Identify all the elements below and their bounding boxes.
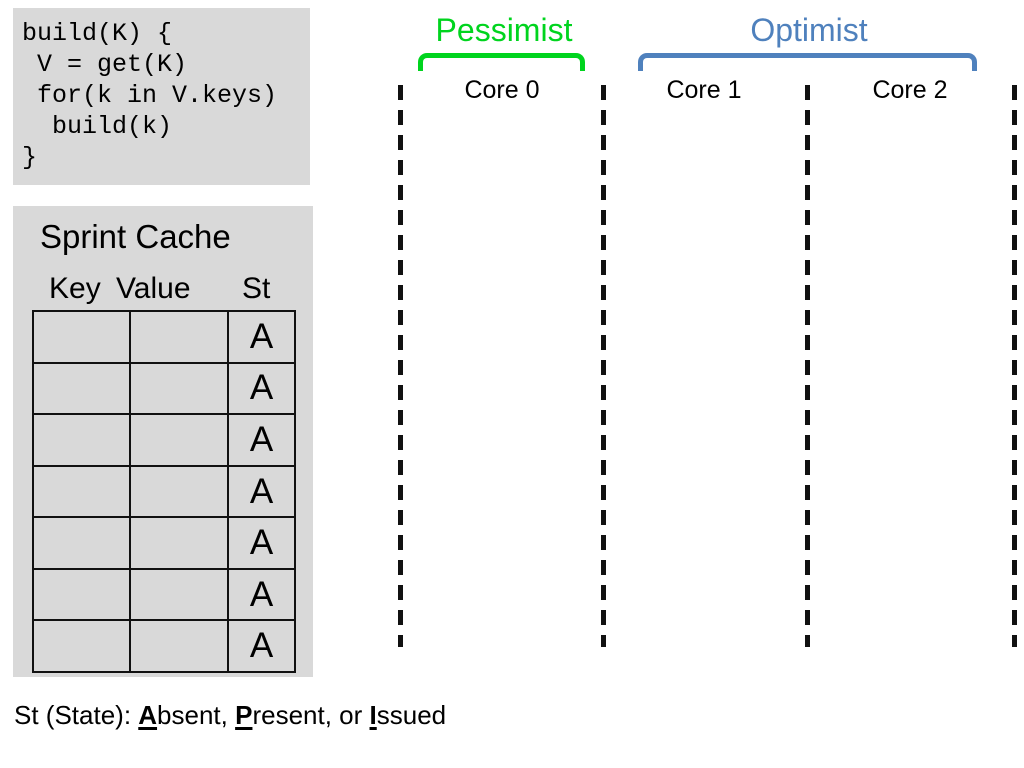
cell-value xyxy=(128,466,228,517)
core-boundary-line xyxy=(398,85,403,647)
cell-state: A xyxy=(227,363,294,414)
pseudocode-panel: build(K) { V = get(K) for(k in V.keys) b… xyxy=(13,8,310,185)
table-row: A xyxy=(34,413,294,465)
cell-value xyxy=(128,312,228,362)
column-header-key: Key xyxy=(49,272,101,305)
legend-rest-present: resent, or xyxy=(252,700,370,730)
pessimist-bracket xyxy=(418,53,585,71)
core-0-label: Core 0 xyxy=(464,76,540,104)
legend-rest-absent: bsent, xyxy=(157,700,236,730)
cell-value xyxy=(128,518,228,568)
legend-initial-present: P xyxy=(235,700,253,730)
table-row: A xyxy=(34,619,294,672)
legend-initial-absent: A xyxy=(138,700,158,730)
cell-key xyxy=(34,621,129,671)
cell-key xyxy=(34,467,129,517)
table-row: A xyxy=(34,312,294,362)
column-header-st: St xyxy=(242,272,271,305)
optimist-bracket xyxy=(638,53,977,71)
cell-value xyxy=(128,569,228,620)
cell-state: A xyxy=(227,415,294,465)
cell-state: A xyxy=(227,621,294,672)
table-row: A xyxy=(34,464,294,517)
optimist-label: Optimist xyxy=(750,12,868,48)
core-boundary-line xyxy=(601,85,606,647)
core-2-label: Core 2 xyxy=(872,76,948,104)
legend-prefix: St (State): xyxy=(14,700,139,730)
table-row: A xyxy=(34,361,294,414)
table-row: A xyxy=(34,516,294,568)
column-header-value: Value xyxy=(116,272,191,305)
core-1-label: Core 1 xyxy=(666,76,742,104)
sprint-cache-header-row: Key Value St xyxy=(13,272,313,306)
legend-rest-issued: ssued xyxy=(376,700,447,730)
core-boundary-line xyxy=(805,85,810,647)
cell-key xyxy=(34,415,129,465)
core-boundary-line xyxy=(1012,85,1017,647)
cell-key xyxy=(34,312,129,362)
sprint-cache-table: A A A A A A A xyxy=(32,310,296,673)
legend-initial-issued: I xyxy=(369,700,377,730)
cell-key xyxy=(34,570,129,620)
cell-state: A xyxy=(227,569,294,620)
cell-value xyxy=(128,415,228,465)
cell-state: A xyxy=(227,312,294,362)
cell-key xyxy=(34,518,129,568)
cell-value xyxy=(128,621,228,672)
state-legend: St (State): Absent, Present, or Issued xyxy=(14,700,446,731)
sprint-cache-title: Sprint Cache xyxy=(40,218,231,255)
cell-key xyxy=(34,364,129,414)
table-row: A xyxy=(34,567,294,620)
cell-value xyxy=(128,363,228,414)
sprint-cache-panel: Sprint Cache Key Value St A A A A xyxy=(13,206,313,677)
pseudocode-text: build(K) { V = get(K) for(k in V.keys) b… xyxy=(22,19,278,172)
cell-state: A xyxy=(227,466,294,517)
cell-state: A xyxy=(227,518,294,568)
pessimist-label: Pessimist xyxy=(435,12,573,48)
